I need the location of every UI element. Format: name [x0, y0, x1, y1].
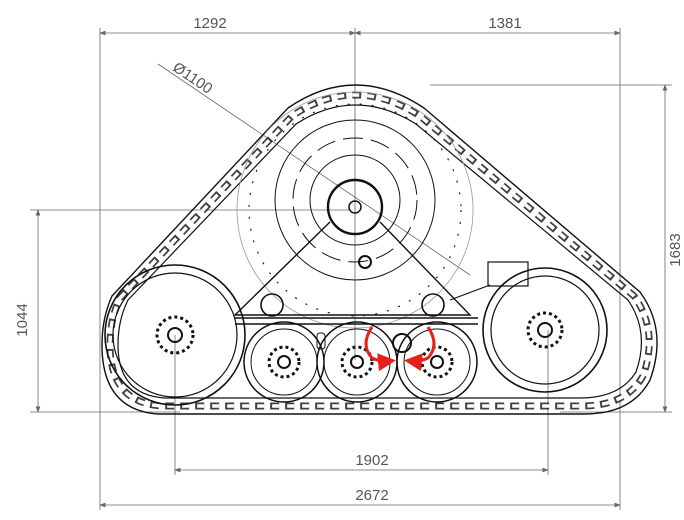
- bogie-frame: [233, 221, 529, 325]
- idler-wheel-right: [482, 267, 608, 393]
- dim-right-height: 1683: [667, 233, 684, 266]
- dim-top-right: 1381: [488, 15, 521, 32]
- drive-sprocket: [236, 91, 474, 329]
- dim-sprocket-diameter: Ø1100: [170, 59, 216, 98]
- road-wheels: [243, 321, 478, 403]
- road-wheel: [396, 321, 478, 403]
- road-wheel: [243, 321, 325, 403]
- dimension-lines: [35, 30, 668, 508]
- idler-wheel-left: [104, 264, 246, 406]
- dim-overall-width: 2672: [355, 487, 388, 504]
- extension-lines: [30, 28, 672, 510]
- pivot-arrows: [364, 326, 436, 372]
- dim-inner-width: 1902: [355, 452, 388, 469]
- rubber-track: [101, 84, 658, 415]
- dim-left-height: 1044: [14, 303, 31, 336]
- dim-top-left: 1292: [193, 15, 226, 32]
